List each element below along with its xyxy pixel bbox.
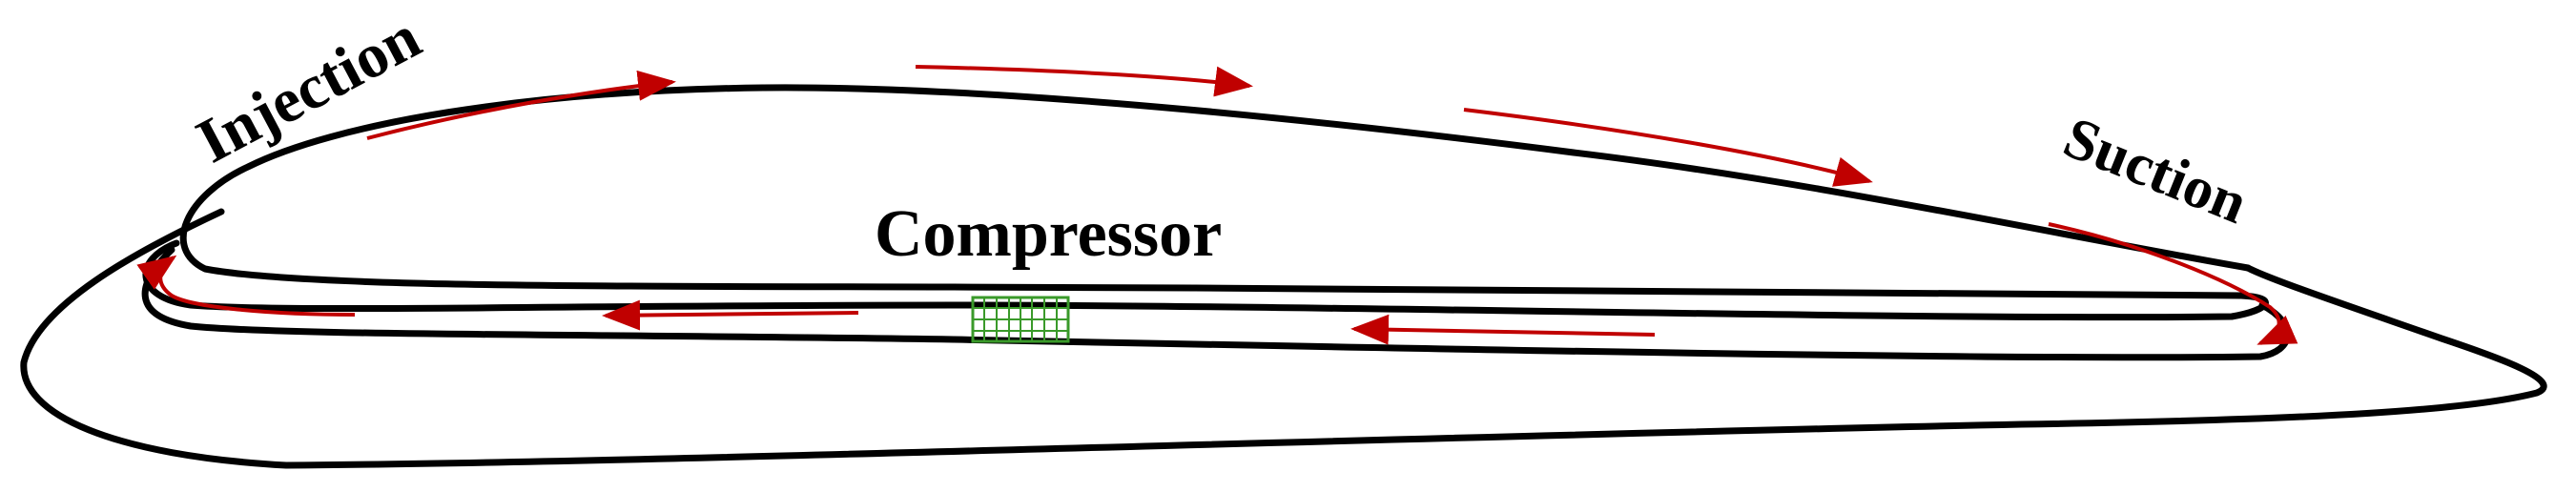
flow-arrow-icon xyxy=(366,70,676,140)
flow-arrow-icon xyxy=(136,255,356,317)
flow-arrow-icon xyxy=(915,65,1253,97)
airfoil-outer-body xyxy=(20,208,2547,469)
suction-label: Suction xyxy=(2055,105,2257,236)
compressor-label: Compressor xyxy=(875,197,1222,271)
flow-arrow-icon xyxy=(1350,314,1656,345)
flow-arrow-icon xyxy=(2048,222,2298,345)
airfoil-upper-surface xyxy=(142,84,2269,321)
flow-arrow-icon xyxy=(602,299,859,331)
injection-label: Injection xyxy=(186,2,432,176)
compressor-grid-icon xyxy=(971,296,1070,343)
flow-arrow-icon xyxy=(1463,108,1873,187)
